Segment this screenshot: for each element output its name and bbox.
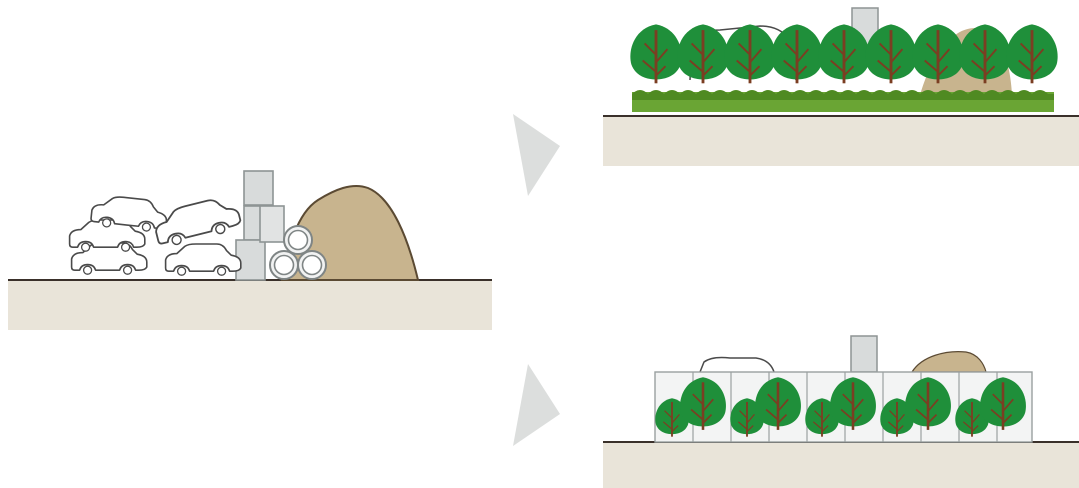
arrow-to-bottom (513, 364, 560, 446)
ground-bottom (603, 442, 1079, 488)
after-top-panel (603, 8, 1079, 166)
hidden-car-bottom (700, 358, 774, 373)
after-bottom-panel (603, 336, 1079, 488)
hedge (632, 90, 1054, 112)
car-pile (70, 194, 243, 275)
tree-row-top (630, 24, 1057, 83)
ground-top (603, 116, 1079, 166)
before-panel (8, 171, 492, 330)
hidden-block-bottom (851, 336, 877, 372)
ground-before (8, 280, 492, 330)
arrow-to-top (513, 114, 560, 196)
hidden-mound-bottom (912, 352, 986, 372)
